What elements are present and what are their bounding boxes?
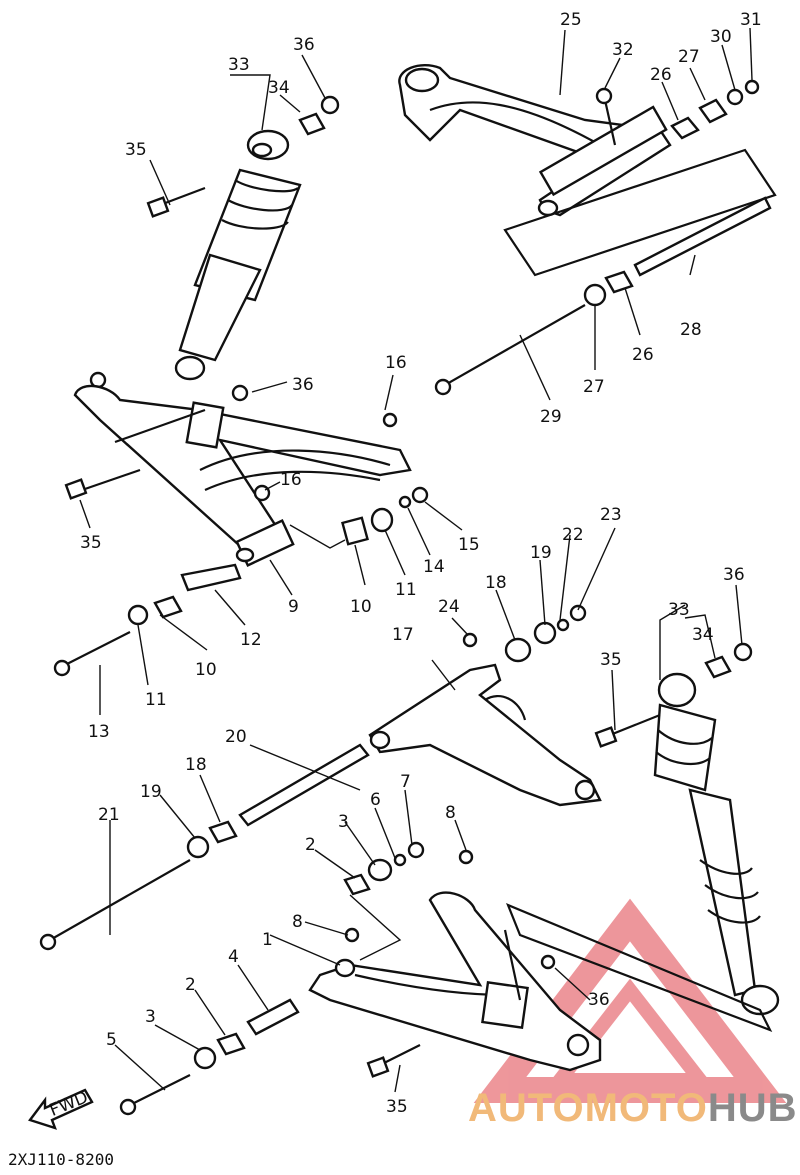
callout-19: 19: [530, 543, 552, 563]
upper-arm-assembly-left: [53, 371, 429, 677]
callout-34b: 34: [692, 625, 714, 645]
callout-8b: 8: [292, 912, 303, 932]
leader-lines: [79, 27, 753, 1093]
callout-35: 35: [125, 140, 147, 160]
callout-28: 28: [680, 320, 702, 340]
callout-10: 10: [350, 597, 372, 617]
callout-31: 31: [740, 10, 762, 30]
callout-34: 34: [268, 78, 290, 98]
watermark-text: AUTOMOTOHUB: [468, 1086, 798, 1131]
callout-8: 8: [445, 803, 456, 823]
callout-6: 6: [370, 790, 381, 810]
callout-16: 16: [385, 353, 407, 373]
callout-16b: 16: [280, 470, 302, 490]
part-callouts: 25 32 31 30 27 26 33 36 34 35 28 27 26 2…: [80, 10, 762, 1117]
callout-2b: 2: [185, 975, 196, 995]
callout-5: 5: [106, 1030, 117, 1050]
shock-absorber-bottom: [594, 642, 780, 1016]
callout-7: 7: [400, 772, 411, 792]
callout-26b: 26: [632, 345, 654, 365]
callout-12: 12: [240, 630, 262, 650]
callout-35b: 35: [80, 533, 102, 553]
callout-36: 36: [293, 35, 315, 55]
diagram-code: 2XJ110-8200: [8, 1150, 114, 1169]
fwd-label: FWD: [47, 1087, 91, 1120]
callout-29: 29: [540, 407, 562, 427]
callout-33b: 33: [668, 600, 690, 620]
callout-11b: 11: [145, 690, 167, 710]
lower-arm-assembly-left: [119, 841, 773, 1116]
callout-9: 9: [288, 597, 299, 617]
callout-21: 21: [98, 805, 120, 825]
callout-13: 13: [88, 722, 110, 742]
lower-arm-assembly-right: [39, 604, 602, 951]
callout-33: 33: [228, 55, 250, 75]
callout-15: 15: [458, 535, 480, 555]
callout-26: 26: [650, 65, 672, 85]
callout-36b: 36: [292, 375, 314, 395]
callout-27b: 27: [583, 377, 605, 397]
shock-absorber-top: [146, 95, 340, 381]
callout-32: 32: [612, 40, 634, 60]
forward-direction-arrow: FWD: [28, 1087, 94, 1130]
callout-23: 23: [600, 505, 622, 525]
watermark-part2: HUB: [707, 1086, 798, 1130]
callout-35c: 35: [600, 650, 622, 670]
callout-4: 4: [228, 947, 239, 967]
callout-17: 17: [392, 625, 414, 645]
callout-20: 20: [225, 727, 247, 747]
callout-27: 27: [678, 47, 700, 67]
callout-10b: 10: [195, 660, 217, 680]
upper-arm-assembly-top: [398, 63, 777, 396]
callout-22: 22: [562, 525, 584, 545]
callout-36c: 36: [723, 565, 745, 585]
callout-14: 14: [423, 557, 445, 577]
callout-18: 18: [485, 573, 507, 593]
callout-18b: 18: [185, 755, 207, 775]
callout-30: 30: [710, 27, 732, 47]
callout-24: 24: [438, 597, 460, 617]
watermark-part1: AUTOMOTO: [468, 1086, 708, 1130]
callout-3b: 3: [145, 1007, 156, 1027]
callout-1: 1: [262, 930, 273, 950]
callout-25: 25: [560, 10, 582, 30]
callout-3: 3: [338, 812, 349, 832]
callout-36d: 36: [588, 990, 610, 1010]
callout-11: 11: [395, 580, 417, 600]
callout-35d: 35: [386, 1097, 408, 1117]
callout-2: 2: [305, 835, 316, 855]
callout-19b: 19: [140, 782, 162, 802]
